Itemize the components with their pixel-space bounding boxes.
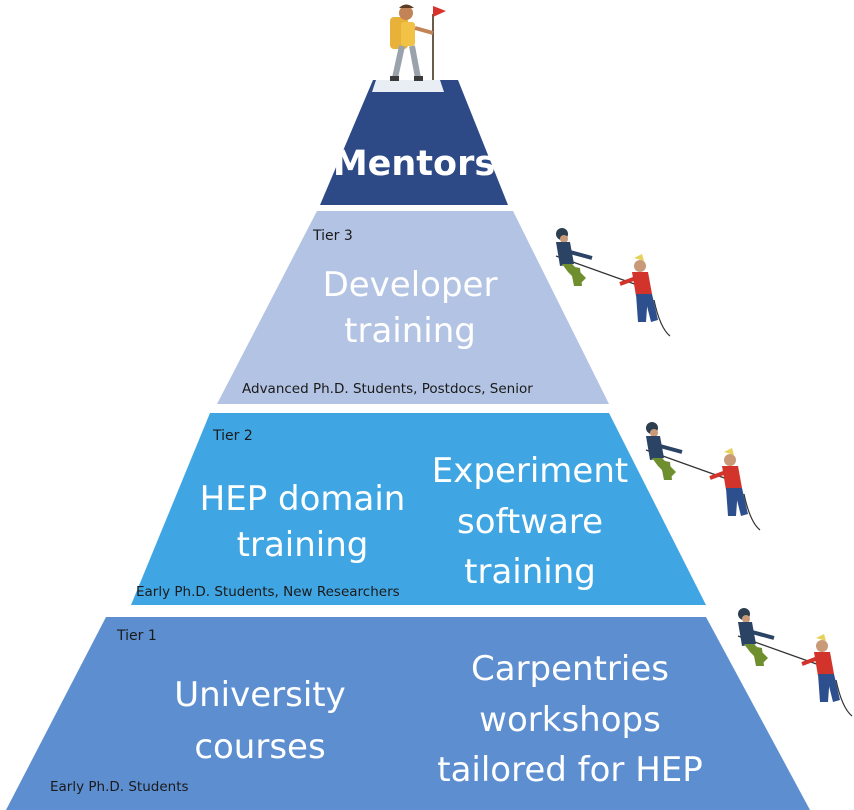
tier2-left-line1: HEP domain [199,479,406,519]
rope-climbers-icon-tier1 [736,606,854,718]
tier2-right-line1: Experiment [431,451,629,491]
rope-climbers-icon-tier2 [644,420,762,532]
tier1-audience: Early Ph.D. Students [50,779,189,795]
tier2-right-line3: training [464,552,596,592]
tier1-right-line2: workshops [479,700,661,740]
tier1-label: Tier 1 [117,628,157,644]
tier3-title-line1: Developer [322,265,498,305]
tier2-label: Tier 2 [213,428,253,444]
tier1-band [6,617,810,810]
tier2-audience: Early Ph.D. Students, New Researchers [136,584,400,600]
tier3-label: Tier 3 [313,228,353,244]
tier3-title-line2: training [344,311,476,351]
tier2-right-line2: software [456,502,603,542]
tier3-audience: Advanced Ph.D. Students, Postdocs, Senio… [242,381,533,397]
mentors-label: Mentors [332,144,496,184]
mentors-band [320,80,508,205]
rope-climbers-icon-tier3 [554,226,672,338]
tier2-left-line2: training [236,525,369,565]
tier3-band [217,211,609,404]
tier1-left-line2: courses [194,727,326,767]
tier1-right-line1: Carpentries [471,649,669,689]
tier1-right-line3: tailored for HEP [437,750,703,790]
tier1-left-line1: University [174,675,346,715]
tier2-band [131,413,706,605]
hiker-with-flag-icon [372,4,446,92]
